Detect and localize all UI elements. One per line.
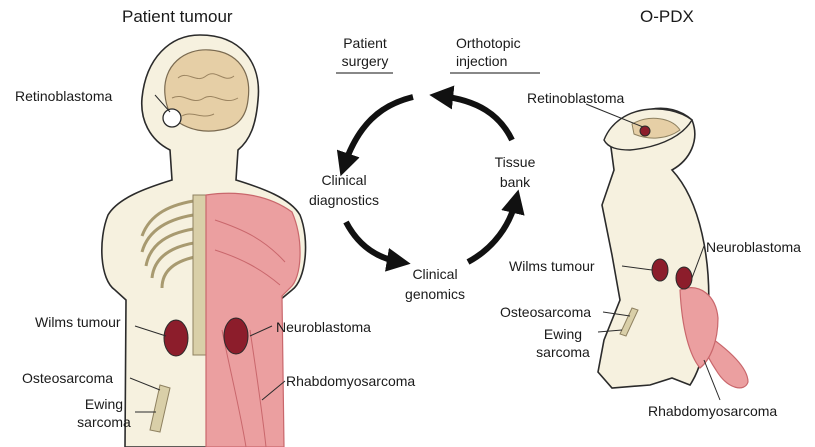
tissue-bank-label-line1: Tissue bbox=[485, 154, 545, 170]
patient-osteosarcoma-label: Osteosarcoma bbox=[22, 370, 113, 386]
patient-kidney-neuroblastoma bbox=[224, 318, 248, 354]
clinical-genomics-label-line1: Clinical bbox=[395, 266, 475, 282]
patient-neuroblastoma-label: Neuroblastoma bbox=[276, 319, 371, 335]
pdx-ewing-label-line1: Ewing bbox=[528, 326, 598, 342]
arrow-surgery-to-diagnostics bbox=[344, 97, 413, 166]
patient-ewing-label-line2: sarcoma bbox=[74, 414, 134, 430]
patient-spine bbox=[193, 195, 207, 355]
pdx-neuroblastoma-label: Neuroblastoma bbox=[706, 239, 801, 255]
patient-ewing-label-line1: Ewing bbox=[74, 396, 134, 412]
patient-kidney-wilms bbox=[164, 320, 188, 356]
pdx-wilms-tumour-label: Wilms tumour bbox=[509, 258, 595, 274]
orthotopic-injection-label-line1: Orthotopic bbox=[456, 35, 521, 51]
mouse-kidney-wilms bbox=[652, 259, 668, 281]
patient-body bbox=[102, 35, 306, 447]
patient-wilms-tumour-label: Wilms tumour bbox=[35, 314, 121, 330]
patient-surgery-label-line2: surgery bbox=[330, 53, 400, 69]
pdx-osteosarcoma-label: Osteosarcoma bbox=[500, 304, 591, 320]
mouse-eye-retinoblastoma bbox=[640, 126, 650, 136]
patient-eye-retinoblastoma bbox=[163, 109, 181, 127]
arrow-genomics-to-tissuebank bbox=[468, 200, 516, 262]
clinical-diagnostics-label-line1: Clinical bbox=[298, 172, 390, 188]
patient-retinoblastoma-label: Retinoblastoma bbox=[15, 88, 112, 104]
orthotopic-injection-label-line2: injection bbox=[456, 53, 507, 69]
tissue-bank-label-line2: bank bbox=[485, 174, 545, 190]
pdx-retinoblastoma-label: Retinoblastoma bbox=[527, 90, 624, 106]
pdx-ewing-label-line2: sarcoma bbox=[528, 344, 598, 360]
pdx-rhabdomyosarcoma-label: Rhabdomyosarcoma bbox=[648, 403, 777, 419]
arrow-diagnostics-to-genomics bbox=[346, 222, 400, 262]
patient-surgery-label-line1: Patient bbox=[330, 35, 400, 51]
patient-rhabdomyosarcoma-label: Rhabdomyosarcoma bbox=[286, 373, 415, 389]
opdx-title: O-PDX bbox=[640, 7, 694, 27]
clinical-diagnostics-label-line2: diagnostics bbox=[298, 192, 390, 208]
patient-tumour-title: Patient tumour bbox=[122, 7, 233, 27]
arrow-tissuebank-to-injection bbox=[440, 96, 512, 140]
clinical-genomics-label-line2: genomics bbox=[395, 286, 475, 302]
mouse-kidney-neuroblastoma bbox=[676, 267, 692, 289]
